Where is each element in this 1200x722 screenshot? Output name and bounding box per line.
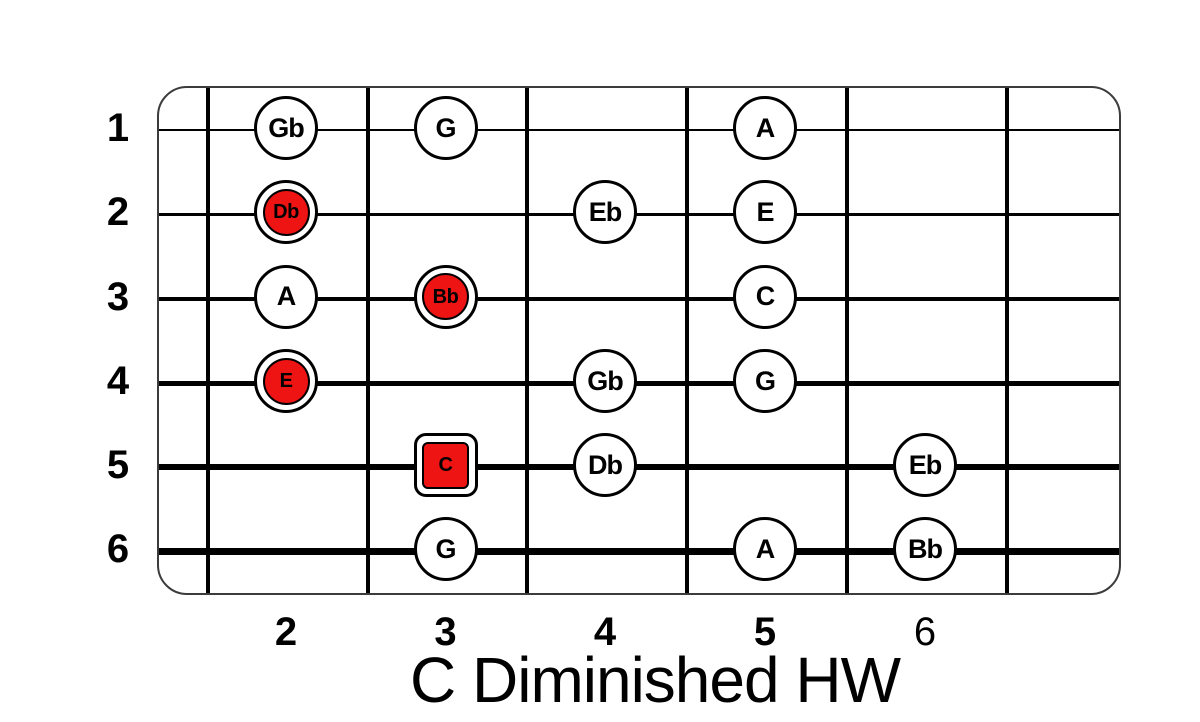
fret-label-2: 2	[274, 610, 298, 654]
note-marker-bb-s3f3: Bb	[413, 264, 478, 329]
string-line-6	[159, 547, 1119, 555]
fret-line-6	[1005, 88, 1009, 593]
note-marker-a-s6f5: A	[733, 517, 797, 581]
string-line-3	[159, 296, 1119, 301]
note-label: Db	[273, 201, 299, 223]
diagram-title: C Diminished HW	[410, 644, 901, 716]
note-marker-e-s4f2: E	[254, 349, 318, 413]
note-marker-a-s1f5: A	[733, 96, 797, 160]
note-marker-c-s5f3: C	[413, 433, 478, 497]
note-marker-g-s1f3: G	[413, 96, 478, 160]
highlight-note-fill: Db	[262, 188, 310, 236]
string-label-4: 4	[106, 359, 130, 403]
note-marker-db-s2f2: Db	[254, 180, 318, 244]
fret-label-3: 3	[434, 610, 457, 654]
note-label: G	[754, 365, 776, 396]
fret-label-5: 5	[753, 610, 777, 654]
note-label: Eb	[588, 196, 623, 227]
note-marker-gb-s1f2: Gb	[254, 96, 318, 160]
string-label-6: 6	[106, 527, 130, 571]
note-label: G	[435, 533, 456, 564]
note-label: G	[435, 112, 456, 143]
note-label: Gb	[268, 112, 304, 143]
note-marker-g-s6f3: G	[413, 517, 478, 581]
note-label: Eb	[908, 449, 943, 480]
note-marker-eb-s2f4: Eb	[573, 180, 637, 244]
string-line-5	[159, 464, 1119, 470]
note-marker-db-s5f4: Db	[573, 433, 637, 497]
highlight-note-fill: E	[262, 357, 310, 405]
note-marker-a-s3f2: A	[254, 264, 318, 329]
string-line-2	[159, 212, 1119, 216]
fret-line-5	[845, 88, 849, 593]
string-line-4	[159, 380, 1119, 386]
fret-line-2	[365, 88, 370, 593]
note-label: Bb	[432, 285, 459, 308]
fret-line-4	[685, 88, 689, 593]
fret-line-1	[206, 88, 210, 593]
note-label: E	[279, 370, 293, 392]
string-label-5: 5	[106, 443, 130, 487]
fretboard	[157, 86, 1121, 595]
note-marker-gb-s4f4: Gb	[573, 349, 637, 413]
fret-label-4: 4	[593, 610, 617, 654]
string-label-2: 2	[106, 190, 130, 234]
note-label: A	[755, 533, 775, 564]
note-label: Bb	[908, 533, 943, 564]
note-label: Db	[588, 449, 623, 480]
string-label-3: 3	[106, 274, 130, 319]
note-marker-bb-s6f6: Bb	[893, 517, 957, 581]
fret-label-6: 6	[913, 610, 937, 654]
note-label: Gb	[587, 365, 623, 396]
note-label: C	[438, 454, 453, 476]
root-note-fill: C	[422, 441, 469, 489]
highlight-note-fill: Bb	[422, 273, 469, 320]
note-label: A	[755, 112, 775, 143]
note-marker-g-s4f5: G	[733, 349, 797, 413]
fret-line-3	[525, 88, 529, 593]
string-line-1	[159, 129, 1119, 131]
note-marker-c-s3f5: C	[733, 264, 797, 329]
note-marker-e-s2f5: E	[733, 180, 797, 244]
note-label: C	[755, 281, 775, 311]
note-label: E	[756, 196, 774, 227]
string-label-1: 1	[106, 106, 130, 150]
note-marker-eb-s5f6: Eb	[893, 433, 957, 497]
note-label: A	[276, 281, 296, 311]
